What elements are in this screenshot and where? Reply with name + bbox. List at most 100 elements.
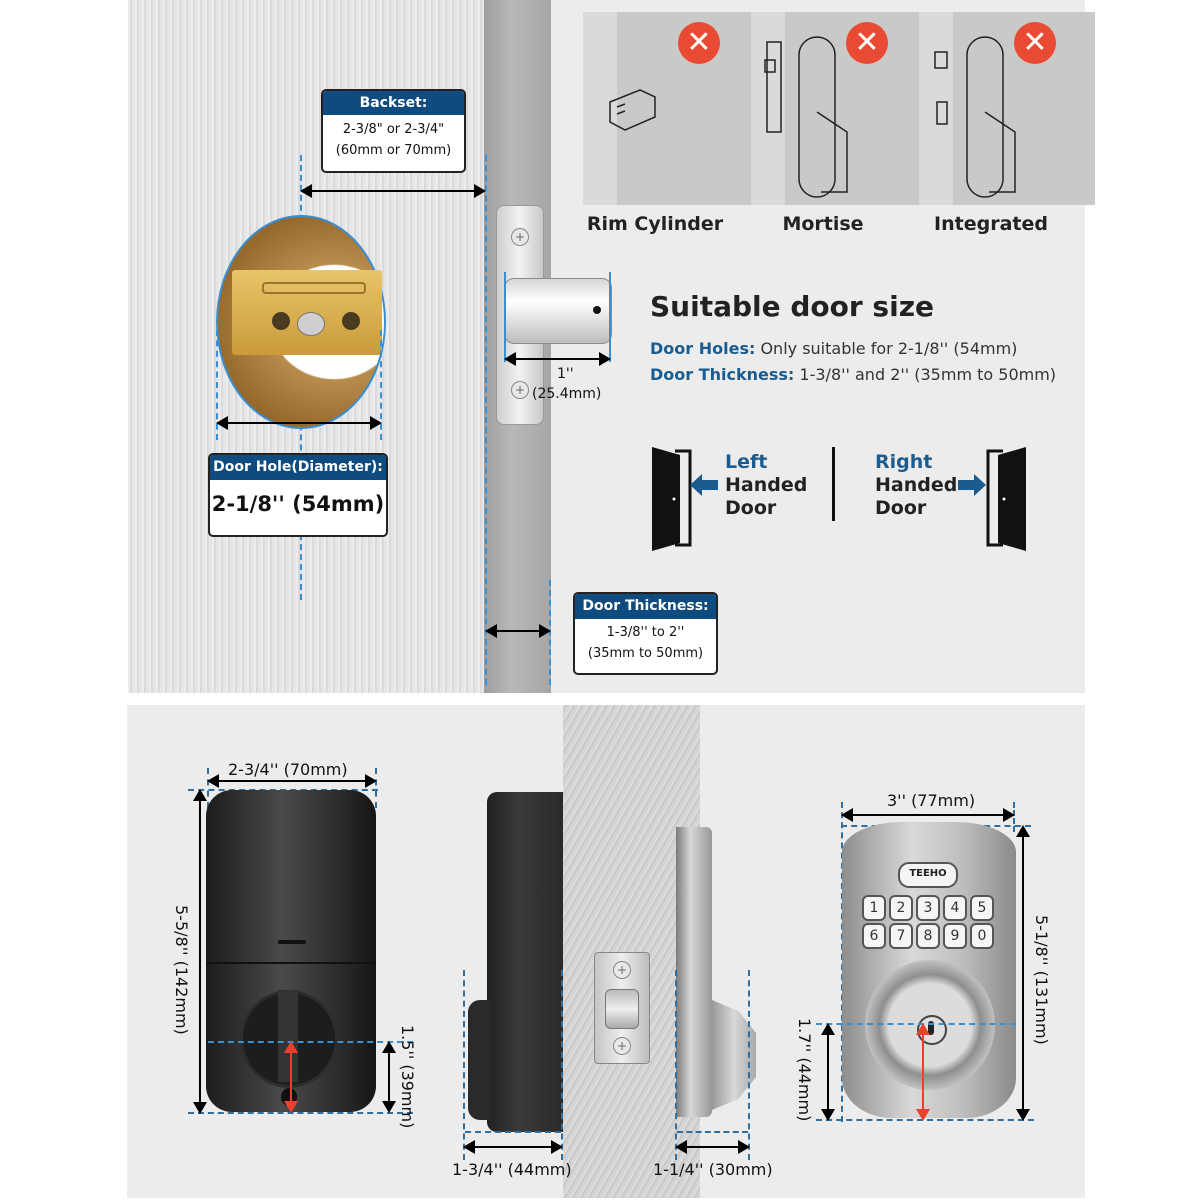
thumbturn-offset-arrow [284, 1041, 298, 1113]
door-holes-spec: Door Holes: Only suitable for 2-1/8'' (5… [650, 339, 1017, 358]
x-icon: ✕ [678, 22, 720, 64]
door-hole-header: Door Hole(Diameter): [210, 455, 386, 480]
thumbturn-center-guide [208, 1041, 413, 1043]
side-bolt [605, 989, 639, 1029]
handedness-divider [832, 447, 835, 521]
battery-cover-seam [206, 962, 376, 964]
interior-side-profile [487, 792, 563, 1132]
bolt-guide-right [609, 272, 611, 362]
door-thickness-callout: Door Thickness: 1-3/8'' to 2'' (35mm to … [573, 592, 718, 675]
rim-cylinder-label: Rim Cylinder [586, 213, 724, 235]
keypad-key-4: 4 [943, 895, 967, 921]
screw-icon: + [613, 1037, 631, 1055]
bolt-pin [593, 306, 601, 314]
rim-cylinder-icon [609, 89, 656, 131]
left-word: Left [725, 451, 768, 473]
integrated-card: ✕ [919, 12, 1095, 205]
door-holes-value: Only suitable for 2-1/8'' (54mm) [755, 339, 1018, 358]
exterior-depth-label: 1-1/4'' (30mm) [653, 1160, 773, 1179]
x-icon: ✕ [846, 22, 888, 64]
door-thickness-line1: 1-3/8'' to 2'' [606, 625, 685, 640]
rim-cylinder-card: ✕ [583, 12, 759, 205]
thumbturn-side-profile [468, 1000, 490, 1120]
latch-body [232, 270, 382, 355]
latch-mount-hole [272, 312, 290, 330]
interior-depth-guide-left [463, 970, 465, 1160]
backset-callout: Backset: 2-3/8" or 2-3/4" (60mm or 70mm) [321, 89, 466, 173]
keypad-key-2: 2 [889, 895, 913, 921]
mortise-card: ✕ [751, 12, 927, 205]
keypad-key-8: 8 [916, 923, 940, 949]
exterior-side-profile [676, 827, 712, 1117]
interior-width-guide-right [375, 768, 377, 808]
interior-width-guide-left [207, 768, 209, 808]
status-led [278, 940, 306, 944]
mortise-lock-icon [764, 36, 848, 198]
suitable-size-title: Suitable door size [650, 290, 934, 323]
keyhole-height-arrow [821, 1023, 835, 1121]
interior-bottom-guide [188, 1112, 413, 1114]
key-slot [928, 1021, 934, 1035]
interior-depth-guide [465, 1131, 561, 1133]
door-edge-guide [485, 155, 487, 685]
thumbturn-height-label: 1.5'' (39mm) [398, 1025, 417, 1129]
mortise-label: Mortise [782, 213, 864, 235]
right-handed-door-icon [986, 447, 1026, 551]
door-thickness-line2: (35mm to 50mm) [587, 646, 704, 661]
bolt-throw-label-2: (25.4mm) [532, 386, 602, 402]
door-thickness-value: 1-3/8'' and 2'' (35mm to 50mm) [794, 365, 1057, 384]
integrated-lock-icon [934, 36, 1016, 198]
keypad-width-arrow [841, 808, 1015, 822]
door-thickness-header: Door Thickness: [575, 594, 716, 619]
latch-slot [262, 282, 366, 294]
exterior-depth-guide-right [748, 970, 750, 1160]
bolt-throw-arrow [504, 352, 611, 366]
x-icon: ✕ [1014, 22, 1056, 64]
screw-icon: + [613, 961, 631, 979]
door-holes-key: Door Holes: [650, 339, 756, 358]
backset-line1: 2-3/8" or 2-3/4" [342, 122, 445, 137]
backset-header: Backset: [323, 91, 464, 115]
interior-depth-arrow [463, 1140, 563, 1154]
side-latch-faceplate: + + [594, 952, 650, 1064]
door-word: Door [875, 497, 927, 519]
keyhole-height-label: 1.7'' (44mm) [795, 1018, 814, 1122]
screw-icon: + [511, 228, 529, 246]
brand-logo: TEEHO [898, 862, 958, 888]
arrow-left-icon [690, 474, 718, 496]
integrated-label: Integrated [934, 213, 1048, 235]
door-thickness-key: Door Thickness: [650, 365, 795, 384]
keypad-key-5: 5 [970, 895, 994, 921]
keypad-key-1: 1 [862, 895, 886, 921]
door-thickness-arrow [485, 624, 551, 638]
door-hole-callout: Door Hole(Diameter): 2-1/8'' (54mm) [208, 453, 388, 537]
interior-height-arrow [193, 789, 207, 1114]
handed-word: Handed [725, 474, 808, 496]
bolt-guide-left [504, 272, 506, 362]
keypad-key-0: 0 [970, 923, 994, 949]
right-word: Right [875, 451, 933, 473]
thumbturn-height-arrow [382, 1041, 396, 1113]
keypad-key-6: 6 [862, 923, 886, 949]
card-door-edge [751, 12, 785, 205]
keypad-key-7: 7 [889, 923, 913, 949]
hole-diameter-arrow [216, 416, 382, 430]
keypad-height-label: 5-1/8'' (131mm) [1032, 915, 1051, 1045]
latch-spindle [297, 312, 325, 336]
card-door-edge [583, 12, 617, 205]
interior-width-label: 2-3/4'' (70mm) [228, 760, 348, 779]
interior-depth-label: 1-3/4'' (44mm) [452, 1160, 572, 1179]
left-handed-door-icon [652, 447, 692, 551]
keyhole-offset-arrow [916, 1023, 930, 1121]
right-handed-label: Right Handed Door [875, 451, 957, 520]
keypad-key-9: 9 [943, 923, 967, 949]
backset-line2: (60mm or 70mm) [335, 143, 452, 158]
backset-arrow [300, 184, 486, 198]
left-handed-label: Left Handed Door [725, 451, 807, 520]
door-thickness-spec: Door Thickness: 1-3/8'' and 2'' (35mm to… [650, 365, 1056, 384]
exterior-depth-guide-left [675, 970, 677, 1160]
screw-icon: + [511, 381, 529, 399]
latch-mount-hole [342, 312, 360, 330]
door-hole-value: 2-1/8'' (54mm) [211, 492, 385, 516]
thumbturn-grip [278, 990, 298, 1082]
